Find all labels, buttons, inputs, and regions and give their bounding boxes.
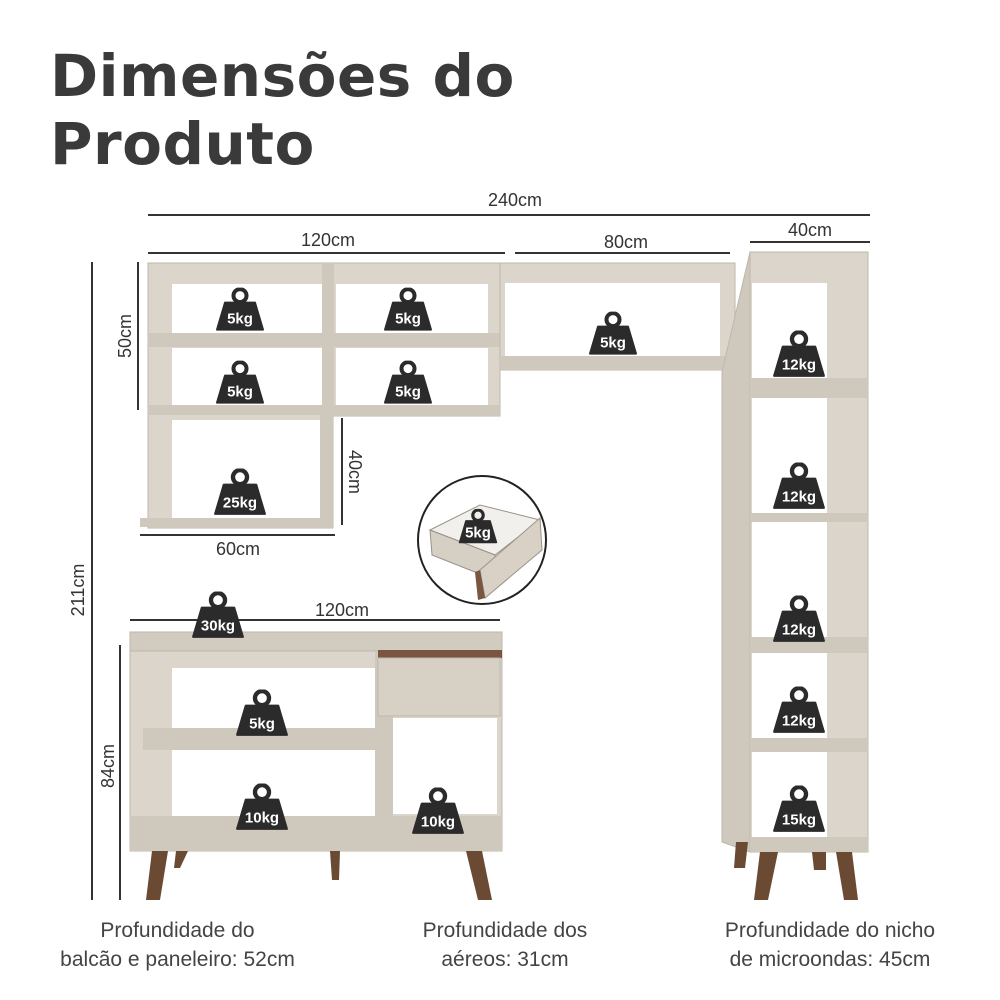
weight-label: 5kg [227,311,253,328]
weight-label: 10kg [421,813,455,830]
weight-icon: 30kg [193,593,243,637]
dim-counter-width: 120cm [315,600,369,620]
weight-label: 5kg [395,311,421,328]
weight-icon: 5kg [237,691,287,735]
dim-upper-left-width: 120cm [301,230,355,250]
weight-icon: 10kg [413,789,463,833]
weight-icons: 5kg 5kg 5kg 5kg 25kg 5kg 5kg 30kg 5kg 10kg 10kg 12k… [193,287,824,833]
weight-icon: 12kg [774,464,824,508]
caption-niche-depth: Profundidade do nicho de microondas: 45c… [724,919,936,971]
weight-label: 5kg [465,525,491,542]
weight-icon: 25kg [215,470,265,514]
weight-icon: 12kg [774,597,824,641]
page-title: Dimensões do Produto [50,42,515,178]
weight-icon: 5kg [383,360,433,405]
dim-total-height: 211cm [68,564,88,617]
weight-label: 5kg [600,335,626,352]
weight-label: 12kg [782,621,816,638]
weight-label: 5kg [395,384,421,401]
weight-icon: 5kg [215,360,265,405]
dim-lower-niche-width: 60cm [216,539,260,559]
caption-upper-depth: Profundidade dos aéreos: 31cm [422,919,588,971]
weight-icon: 12kg [774,332,824,376]
weight-icon: 5kg [588,311,638,356]
dim-tower-width: 40cm [788,220,832,240]
dim-total-width: 240cm [488,190,542,210]
weight-label: 12kg [782,712,816,729]
weight-label: 10kg [245,809,279,826]
dim-lower-niche-height: 40cm [345,450,365,494]
weight-label: 25kg [223,494,257,511]
weight-label: 12kg [782,356,816,373]
dim-upper-shelf-height: 50cm [115,314,135,358]
weight-label: 5kg [249,715,275,732]
dim-counter-height: 84cm [98,744,118,788]
weight-label: 5kg [227,384,253,401]
weight-icon: 5kg [215,287,265,332]
dim-upper-middle-width: 80cm [604,232,648,252]
caption-counter-depth: Profundidade do balcão e paneleiro: 52cm [60,919,295,971]
title-line-2: Produto [50,110,315,178]
weight-icon: 15kg [774,787,824,831]
weight-icon: 10kg [237,785,287,829]
weight-icon: 5kg [458,508,498,545]
weight-label: 30kg [201,617,235,634]
title-line-1: Dimensões do [50,42,515,110]
drawer-detail [417,475,547,605]
weight-icon: 5kg [383,287,433,332]
furniture-legs [146,842,858,900]
weight-label: 12kg [782,488,816,505]
weight-icon: 12kg [774,688,824,732]
weight-label: 15kg [782,811,816,828]
